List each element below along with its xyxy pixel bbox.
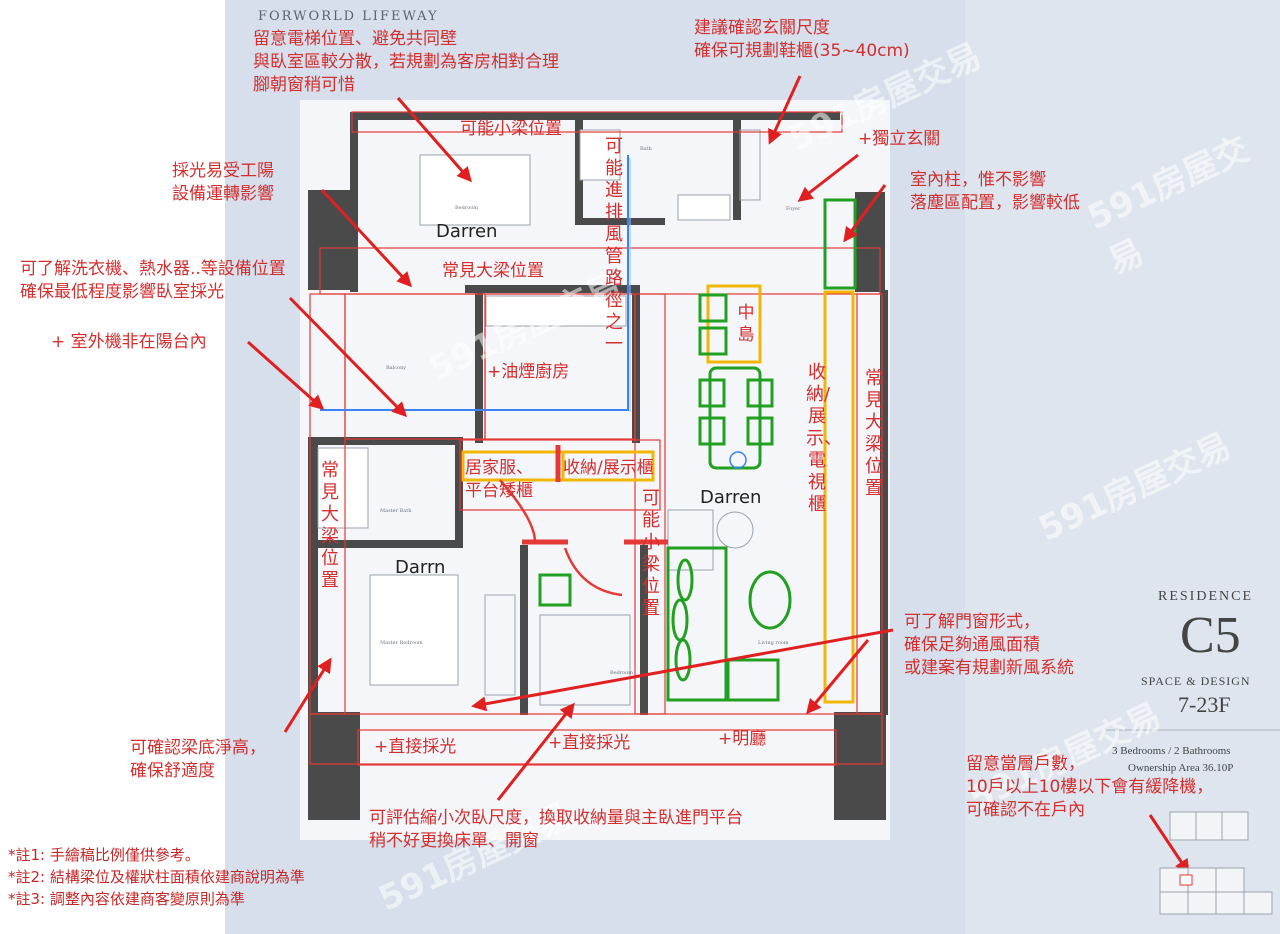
annotation-sunlight: 採光易受工陽 設備運轉影響 xyxy=(172,161,274,204)
plan-room-label: Master Bath xyxy=(380,508,412,514)
annotation-ceiling-height: 可確認梁底淨高， 確保舒適度 xyxy=(130,738,266,781)
annotation-display-cabinet: 收納/展示櫃 xyxy=(563,458,654,478)
space-design-label: SPACE & DESIGN xyxy=(1141,674,1251,688)
annotation-reduce-room: 可評估縮小次臥尺度，換取收納量與主臥進門平台 稍不好更換床單、開窗 xyxy=(369,808,743,851)
plan-room-label: Bath xyxy=(640,146,652,152)
annotation-duct-path: 可能進排風管路徑之一 xyxy=(605,136,623,355)
plan-room-label: Foyer xyxy=(786,206,801,212)
annotation-independent-entry: +獨立玄關 xyxy=(858,129,941,149)
annotation-arrows xyxy=(247,75,1190,875)
residence-label: RESIDENCE xyxy=(1158,589,1253,604)
annotation-washer: 可了解洗衣機、熱水器..等設備位置 確保最低程度影響臥室採光 xyxy=(20,259,286,302)
door-sketch xyxy=(499,445,668,597)
storage-boxes xyxy=(461,284,855,704)
floor-range: 7-23F xyxy=(1178,692,1231,717)
plan-room-label: Master Bedroom xyxy=(380,640,423,646)
annotation-column: 室內柱，惟不影響 落塵區配置，影響較低 xyxy=(910,170,1080,213)
annotation-elevator: 留意電梯位置、避免共同壁 與臥室區較分散，若規劃為客房相對合理 腳朝窗稍可惜 xyxy=(253,29,559,95)
plan-room-label: Bedroom xyxy=(610,670,633,676)
duct-route xyxy=(320,155,629,411)
annotation-clothes-cabinet: 居家服、 平台矮櫃 xyxy=(465,458,533,501)
footnote: *註2: 結構梁位及權狀柱面積依建商說明為準 xyxy=(8,867,305,886)
room-tag-bedroom: Darren xyxy=(436,221,498,242)
footnote: *註3: 調整內容依建商客變原則為準 xyxy=(8,889,245,908)
info-background xyxy=(965,0,1280,934)
annotation-common-beam: 常見大梁位置 xyxy=(442,261,544,281)
plan-room-label: Bedroom xyxy=(455,205,478,211)
annotation-direct-light-2: +直接採光 xyxy=(548,733,631,753)
annotation-small-beam: 可能小梁位置 xyxy=(460,119,562,139)
annotation-households: 留意當層戶數， 10戶以上10樓以下會有緩降機， 可確認不在戶內 xyxy=(966,754,1214,820)
annotation-small-beam-vertical: 可能小梁位置 xyxy=(642,488,660,619)
annotation-entrance-size: 建議確認玄關尺度 確保可規劃鞋櫃(35~40cm) xyxy=(694,18,910,61)
annotation-kitchen: +油煙廚房 xyxy=(487,362,570,382)
zone-outlines xyxy=(309,111,883,766)
ownership-area: Ownership Area 36.10P xyxy=(1128,762,1234,774)
brand-name: FORWORLD LIFEWAY xyxy=(258,9,439,24)
annotation-beam-right: 常見大梁位置 xyxy=(865,368,883,499)
structural-walls xyxy=(308,112,888,820)
annotation-tv-storage: 收納/展示、電視櫃 xyxy=(806,362,842,515)
bedroom-count: 3 Bedrooms / 2 Bathrooms xyxy=(1112,745,1231,757)
annotation-island: 中島 xyxy=(737,303,755,345)
room-tag-living: Darren xyxy=(700,487,762,508)
annotation-outdoor-unit: + 室外機非在陽台內 xyxy=(51,332,207,352)
residence-unit: C5 xyxy=(1180,607,1241,664)
annotation-bright-hall: +明廳 xyxy=(718,729,767,749)
footnote: *註1: 手繪稿比例僅供參考。 xyxy=(8,846,200,864)
annotation-window-type: 可了解門窗形式， 確保足夠通風面積 或建案有規劃新風系統 xyxy=(904,612,1074,678)
footnotes: *註1: 手繪稿比例僅供參考。 *註2: 結構梁位及權狀柱面積依建商說明為準 *註3… xyxy=(8,845,305,910)
annotation-direct-light-1: +直接採光 xyxy=(374,737,457,757)
plan-room-label: Living room xyxy=(758,640,789,646)
annotation-beam-left: 常見大梁位置 xyxy=(321,460,339,591)
room-tag-master: Darrn xyxy=(395,557,446,578)
plan-fixtures xyxy=(317,129,761,706)
plan-room-label: Balcony xyxy=(386,365,407,371)
floor-key-map xyxy=(1159,811,1273,915)
